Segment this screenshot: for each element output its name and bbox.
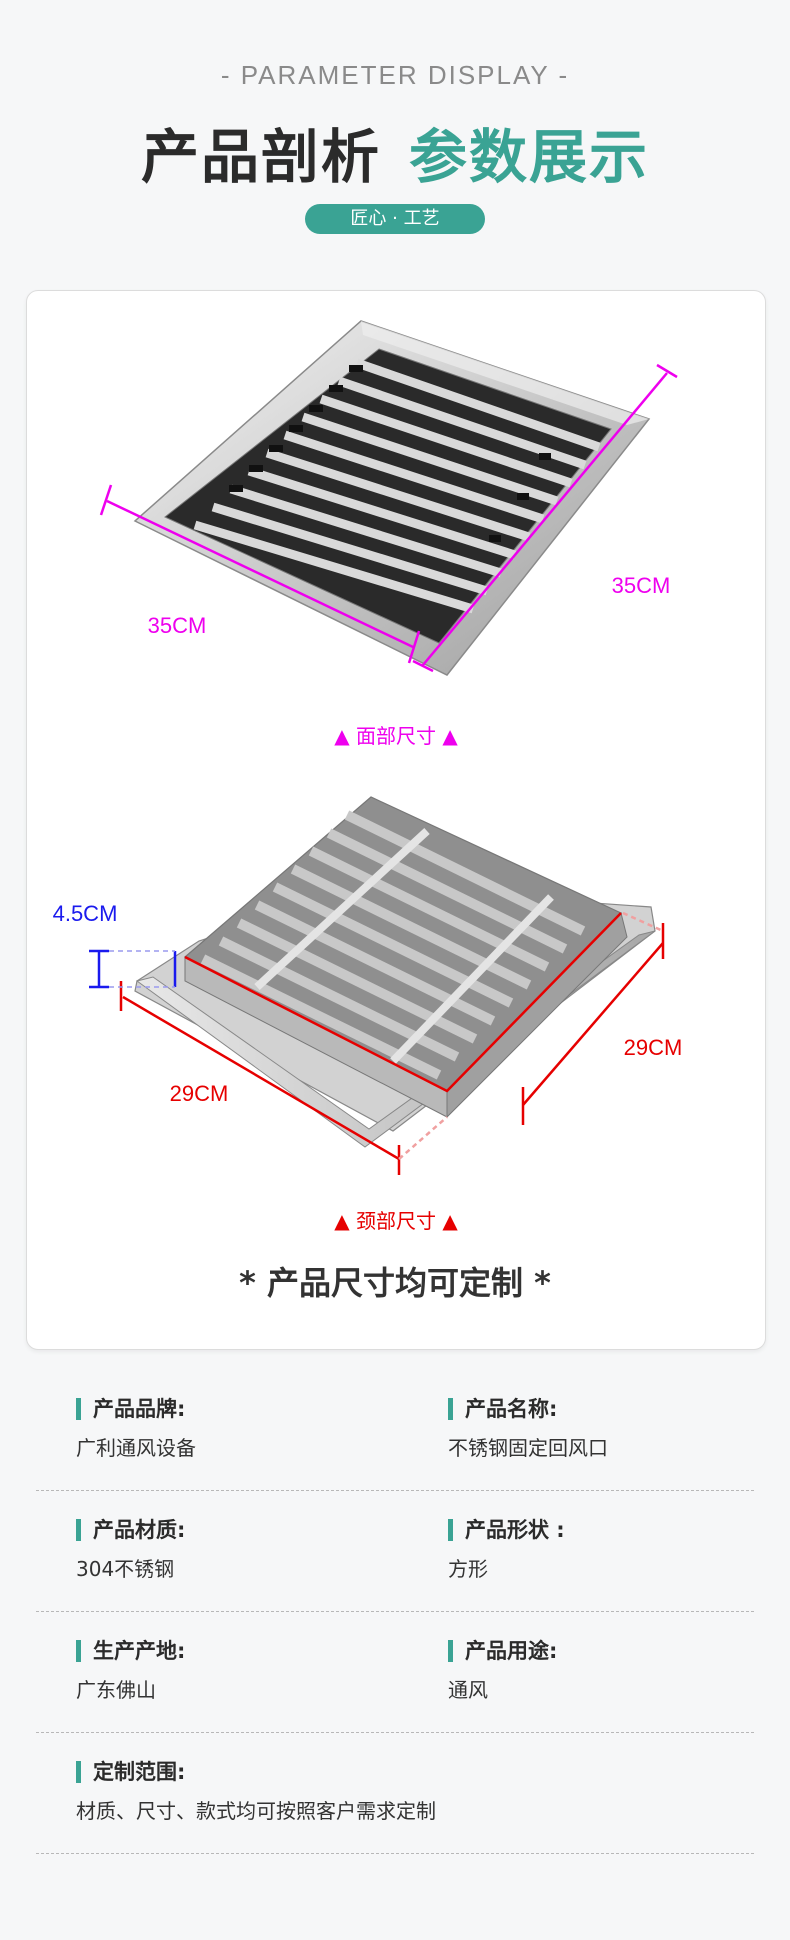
param-row: 生产产地: 广东佛山 产品用途: 通风 [36, 1612, 754, 1733]
param-label: 产品材质: [76, 1519, 185, 1541]
param-value: 材质、尺寸、款式均可按照客户需求定制 [76, 1799, 436, 1823]
grille-face-illustration [133, 320, 651, 676]
neck-depth-label: 29CM [624, 1035, 683, 1060]
param-row: 产品材质: 304不锈钢 产品形状 : 方形 [36, 1491, 754, 1612]
param-row: 定制范围: 材质、尺寸、款式均可按照客户需求定制 [36, 1733, 754, 1854]
param-value: 广东佛山 [76, 1678, 156, 1702]
param-value: 通风 [448, 1678, 488, 1702]
title-part2: 参数展示 [409, 123, 650, 191]
param-label: 定制范围: [76, 1761, 436, 1783]
param-label: 生产产地: [76, 1640, 185, 1662]
param-origin: 生产产地: 广东佛山 [76, 1640, 185, 1703]
face-caption: ▲ 面部尺寸 ▲ [334, 724, 458, 748]
neck-dimension-lines [89, 911, 665, 1175]
grille-neck-illustration [134, 796, 656, 1148]
product-figure: 35CM 35CM ▲ 面部尺寸 ▲ [53, 320, 683, 1233]
face-depth-label: 35CM [612, 573, 671, 598]
custom-size-tagline: * 产品尺寸均可定制 * [0, 1258, 790, 1304]
face-width-label: 35CM [148, 613, 207, 638]
param-value: 不锈钢固定回风口 [448, 1436, 608, 1460]
param-value: 方形 [448, 1557, 488, 1581]
tagline-highlight: 均可定制 [395, 1258, 524, 1304]
param-product-name: 产品名称: 不锈钢固定回风口 [448, 1398, 608, 1461]
header: - PARAMETER DISPLAY - 产品剖析参数展示 匠心 · 工艺 [0, 0, 790, 260]
product-figure-card: 35CM 35CM ▲ 面部尺寸 ▲ [26, 290, 766, 1350]
param-label: 产品形状 : [448, 1519, 565, 1541]
craft-badge: 匠心 · 工艺 [305, 204, 485, 234]
neck-caption: ▲ 颈部尺寸 ▲ [334, 1209, 458, 1233]
param-material: 产品材质: 304不锈钢 [76, 1519, 185, 1582]
tagline-prefix: * 产品尺寸 [239, 1264, 395, 1302]
neck-height-label: 4.5CM [53, 901, 118, 926]
subtitle-en: - PARAMETER DISPLAY - [220, 60, 570, 90]
param-label: 产品品牌: [76, 1398, 196, 1420]
title-part1: 产品剖析 [140, 123, 381, 191]
tagline-suffix: * [523, 1264, 551, 1302]
page-title: 产品剖析参数展示 [0, 110, 790, 194]
face-dimension-lines [99, 363, 678, 673]
neck-width-label: 29CM [170, 1081, 229, 1106]
param-label: 产品用途: [448, 1640, 557, 1662]
parameter-table: 产品品牌: 广利通风设备 产品名称: 不锈钢固定回风口 产品材质: 304不锈钢… [36, 1370, 754, 1854]
param-row: 产品品牌: 广利通风设备 产品名称: 不锈钢固定回风口 [36, 1370, 754, 1491]
param-brand: 产品品牌: 广利通风设备 [76, 1398, 196, 1461]
param-shape: 产品形状 : 方形 [448, 1519, 565, 1582]
param-value: 304不锈钢 [76, 1557, 175, 1581]
param-label: 产品名称: [448, 1398, 608, 1420]
param-custom-range: 定制范围: 材质、尺寸、款式均可按照客户需求定制 [76, 1761, 436, 1824]
param-value: 广利通风设备 [76, 1436, 196, 1460]
param-usage: 产品用途: 通风 [448, 1640, 557, 1703]
